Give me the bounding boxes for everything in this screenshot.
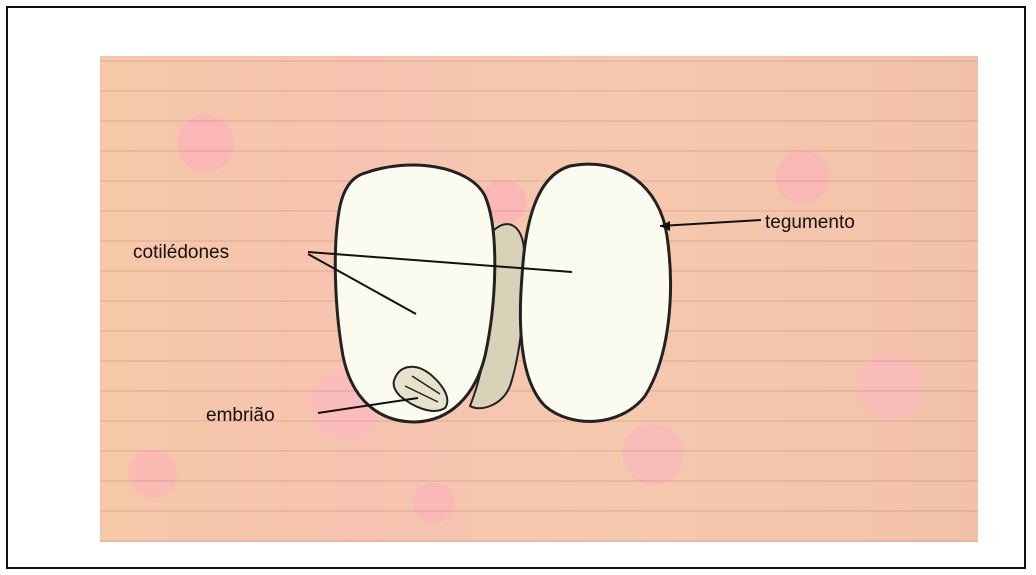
label-embryo: embrião [206, 406, 275, 425]
seed-drawing [100, 56, 978, 542]
image-frame: cotilédones tegumento embrião [6, 6, 1026, 569]
label-seed-coat: tegumento [765, 213, 855, 232]
seed-illustration: cotilédones tegumento embrião [100, 56, 978, 542]
right-cotyledon [520, 164, 670, 421]
label-cotyledons: cotilédones [133, 243, 229, 262]
seed-coat-leader [660, 220, 761, 226]
